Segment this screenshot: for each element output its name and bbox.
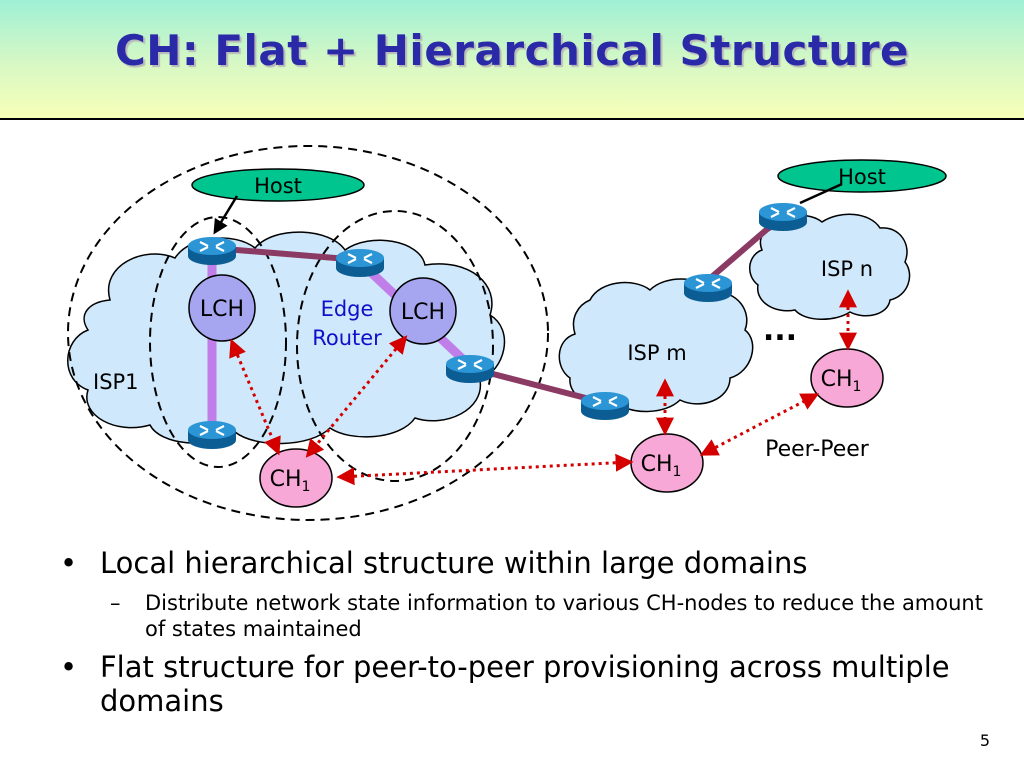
host-link-left <box>213 195 239 235</box>
bullet-dot: • <box>60 546 78 580</box>
bullet-text: Local hierarchical structure within larg… <box>100 546 808 580</box>
host-label-left: Host <box>254 174 302 198</box>
edge-router-label-line1: Edge <box>321 297 374 321</box>
ellipsis-label: ... <box>763 313 797 348</box>
ctrl-arrow-lch-right-ch <box>305 335 408 458</box>
router-icon <box>579 390 631 422</box>
isp-n-label: ISP n <box>821 257 873 281</box>
isp-n-cloud <box>749 213 911 320</box>
svg-text:CH1: CH1 <box>270 467 311 495</box>
ch-label: CH <box>270 467 302 492</box>
link-r1-r3 <box>211 245 361 263</box>
ch-subscript: 1 <box>301 479 310 495</box>
domain-boundary-left <box>149 216 287 468</box>
network-diagram: Host Host LCH LCH CH1 CH1 CH1 Edge Route… <box>67 145 947 521</box>
bullet-text: Flat structure for peer-to-peer provisio… <box>100 650 950 718</box>
bullet-dot: • <box>60 650 78 684</box>
ch-node-isp-m: CH1 <box>630 433 704 493</box>
ch-label: CH <box>821 367 853 392</box>
edge-router-label-line2: Router <box>312 326 382 350</box>
peer-arrow-chm-chn <box>699 393 820 456</box>
router-icon <box>186 419 238 451</box>
lch-label-right: LCH <box>401 300 445 325</box>
ch-label: CH <box>641 452 673 477</box>
isp-m-label: ISP m <box>627 341 686 365</box>
lch-node-right <box>389 277 457 345</box>
svg-text:CH1: CH1 <box>821 367 862 395</box>
lch-label-left: LCH <box>200 297 244 322</box>
ch-node-isp1: CH1 <box>259 448 333 508</box>
sub-bullet-text: Distribute network state information to … <box>145 591 983 641</box>
router-icon <box>186 235 238 267</box>
svg-text:CH1: CH1 <box>641 452 682 480</box>
ch-node-isp-n: CH1 <box>810 348 884 408</box>
isp1-label: ISP1 <box>93 370 139 394</box>
slide-title: CH: Flat + Hierarchical Structure <box>114 26 910 75</box>
ch-subscript: 1 <box>672 464 681 480</box>
peer-peer-label: Peer-Peer <box>765 437 870 462</box>
slide-header: CH: Flat + Hierarchical Structure <box>0 0 1024 120</box>
domain-boundary-outer <box>67 145 549 521</box>
host-label-right: Host <box>838 165 886 189</box>
router-icon <box>757 201 809 233</box>
lch-node-left <box>188 274 256 342</box>
host-node-left <box>191 168 365 202</box>
host-node-right <box>777 159 947 193</box>
router-icon <box>334 247 386 279</box>
peer-arrow-ch1-chm <box>336 453 634 486</box>
sub-bullet-dash: – <box>110 591 121 615</box>
ctrl-arrow-lch-left-ch <box>229 338 281 456</box>
router-icon <box>444 353 496 385</box>
host-link-right <box>799 182 843 205</box>
page-number: 5 <box>979 731 990 750</box>
ch-subscript: 1 <box>852 379 861 395</box>
router-icon <box>682 272 734 304</box>
